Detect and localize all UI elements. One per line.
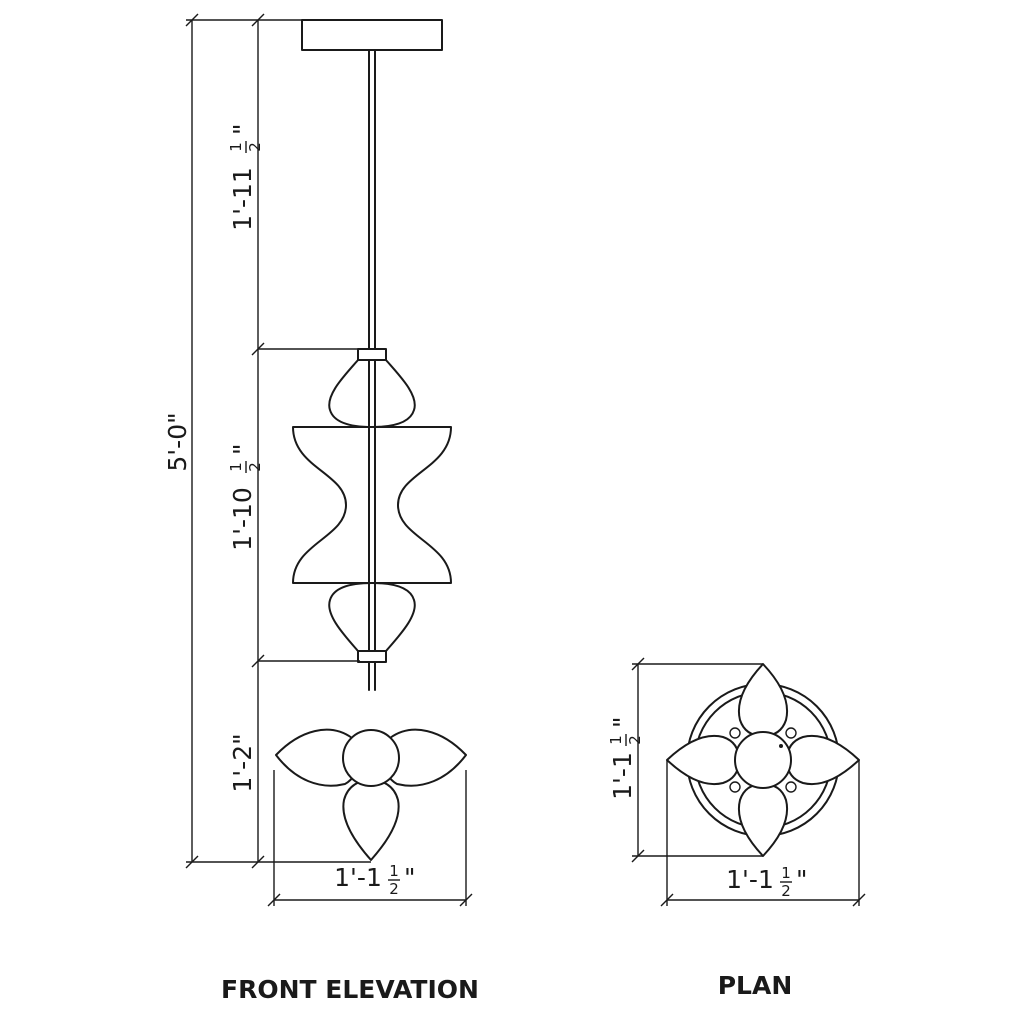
front-elevation-drawing: 5'-0" 1'-11 1 2 " 1'-10 1 2 " — [163, 13, 479, 1004]
dim-overall-height: 5'-0" — [163, 13, 371, 869]
plan-title: PLAN — [718, 971, 793, 1000]
svg-text:2: 2 — [626, 735, 644, 745]
svg-text:1: 1 — [227, 142, 245, 152]
overall-height-label: 5'-0" — [163, 412, 192, 471]
svg-text:": " — [404, 863, 416, 892]
svg-text:1'-1: 1'-1 — [334, 863, 382, 892]
upper-finial — [328, 359, 416, 428]
plan-depth-label: 1'-1 1 2 " — [607, 717, 644, 800]
plan-bottom-petal — [737, 783, 789, 857]
plan-top-petal — [737, 663, 789, 737]
svg-text:1: 1 — [607, 735, 625, 745]
svg-text:1: 1 — [227, 462, 245, 472]
bottom-petal — [342, 779, 400, 861]
svg-text:": " — [228, 444, 257, 456]
center-globe — [342, 729, 400, 787]
svg-text:2: 2 — [246, 142, 264, 152]
canopy-to-body-label: 1'-11 1 2 " — [227, 124, 264, 231]
svg-text:1'-1: 1'-1 — [726, 865, 774, 894]
dim-chain: 1'-11 1 2 " 1'-10 1 2 " 1'-2" — [227, 13, 360, 869]
svg-text:": " — [228, 124, 257, 136]
hourglass-body — [292, 426, 452, 584]
svg-text:2: 2 — [389, 880, 399, 898]
plan-center-globe — [734, 731, 792, 789]
svg-text:": " — [796, 865, 808, 894]
lower-finial — [328, 582, 416, 652]
plan-left-petal — [666, 734, 740, 786]
svg-text:1: 1 — [389, 862, 399, 880]
svg-text:2: 2 — [246, 462, 264, 472]
canopy — [301, 19, 443, 51]
plan-right-petal — [786, 734, 860, 786]
front-elevation-title: FRONT ELEVATION — [221, 975, 479, 1004]
svg-text:1: 1 — [781, 864, 791, 882]
svg-text:1'-1: 1'-1 — [608, 752, 637, 800]
dim-plan-depth: 1'-1 1 2 " — [607, 657, 763, 863]
body-height-label: 1'-10 1 2 " — [227, 444, 264, 551]
dim-front-width: 1'-1 1 2 " — [267, 770, 473, 907]
svg-text:1'-10: 1'-10 — [228, 487, 257, 551]
front-width-label: 1'-1 1 2 " — [334, 862, 415, 898]
svg-text:1'-11: 1'-11 — [228, 167, 257, 231]
lower-collar — [357, 650, 387, 663]
upper-collar — [357, 348, 387, 361]
svg-text:2: 2 — [781, 882, 791, 900]
petals-height-label: 1'-2" — [228, 733, 257, 792]
dim-plan-width: 1'-1 1 2 " — [660, 760, 866, 907]
svg-text:": " — [608, 717, 637, 729]
plan-width-label: 1'-1 1 2 " — [726, 864, 807, 900]
plan-drawing: 1'-1 1 2 " 1'-1 1 2 " PLAN — [607, 657, 866, 1000]
